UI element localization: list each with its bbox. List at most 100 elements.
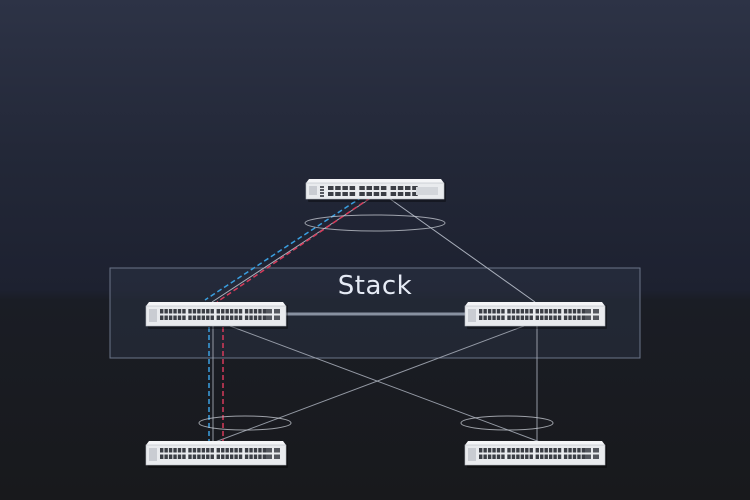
switch-port (229, 454, 234, 459)
switch-port (234, 315, 238, 320)
switch-port (197, 454, 201, 459)
switch-port (229, 309, 234, 314)
switch-uplink-port (274, 315, 280, 320)
switch-port (258, 309, 262, 314)
switch-port (572, 454, 577, 459)
switch-port (253, 315, 258, 320)
switch-port (516, 315, 520, 320)
switch-port (520, 454, 525, 459)
switch-sfp-port (359, 192, 365, 196)
switch-port (479, 309, 483, 314)
switch-port (262, 315, 267, 320)
switch-port (535, 315, 539, 320)
switch-port (520, 448, 525, 453)
switch-port (253, 309, 258, 314)
switch-port (168, 315, 173, 320)
switch-port (253, 448, 258, 453)
switch-port (496, 454, 501, 459)
switch-port (210, 315, 214, 320)
switch-port (483, 454, 487, 459)
stack-member-left (145, 302, 288, 329)
switch-port (225, 309, 229, 314)
switch-port (501, 309, 505, 314)
switch-port (182, 454, 186, 459)
switch-uplink-port (585, 309, 591, 314)
switch-uplink-port (266, 315, 272, 320)
switch-sfp-port (328, 192, 334, 196)
uplink-core-to-stack-right (385, 195, 536, 303)
switch-port (577, 315, 581, 320)
switch-port (177, 315, 182, 320)
switch-uplink-port (274, 448, 280, 453)
downlink-stack-left-to-access-right (229, 325, 541, 443)
blue-path-core-segment (204, 196, 363, 301)
switch-sfp-port (380, 186, 387, 190)
switch-port (487, 315, 492, 320)
switch-port (238, 315, 243, 320)
switch-port (525, 448, 529, 453)
switch-port (221, 315, 225, 320)
switch-port (572, 315, 577, 320)
switch-port (557, 448, 562, 453)
switch-port (483, 315, 487, 320)
switch-port (164, 309, 168, 314)
switch-port (221, 309, 225, 314)
switch-sfp-port (335, 192, 341, 196)
switch-port (492, 309, 496, 314)
stack-member-right (464, 302, 607, 329)
switch-uplink-port (585, 454, 591, 459)
switch-sfp-port (405, 192, 411, 196)
switch-port (192, 315, 197, 320)
switch-port (553, 448, 557, 453)
switch-port (234, 309, 238, 314)
switch-port (188, 315, 192, 320)
switch-port (568, 315, 572, 320)
switch-port (563, 309, 568, 314)
switch-port (216, 309, 220, 314)
switch-port (160, 309, 164, 314)
switch-port (516, 454, 520, 459)
switch-port (168, 454, 173, 459)
switch-top-face (465, 302, 605, 306)
switch-port (479, 454, 483, 459)
switch-port (544, 309, 548, 314)
switch-port (520, 315, 525, 320)
switch-port (234, 454, 238, 459)
switch-sfp-port (390, 192, 397, 196)
switch-logo-icon (468, 309, 476, 322)
switch-console-port (320, 195, 324, 197)
switch-uplink-port (593, 315, 599, 320)
switch-port (511, 309, 516, 314)
switch-port (173, 454, 177, 459)
switch-sfp-port (366, 192, 372, 196)
switch-port (548, 309, 553, 314)
switch-port (548, 454, 553, 459)
switch-port (177, 309, 182, 314)
switch-port (249, 309, 253, 314)
switch-port (496, 315, 501, 320)
switch-port (553, 315, 557, 320)
switch-port (216, 454, 220, 459)
switch-port (182, 448, 186, 453)
switch-port (557, 309, 562, 314)
switch-port (216, 315, 220, 320)
lag-ring-access-left (198, 415, 292, 431)
switch-port (229, 315, 234, 320)
switch-sfp-port (373, 192, 380, 196)
switch-port (553, 309, 557, 314)
switch-sfp-port (349, 192, 356, 196)
switch-uplink-port (274, 309, 280, 314)
switch-port (229, 448, 234, 453)
switch-port (258, 454, 262, 459)
switch-port (548, 315, 553, 320)
switch-port (511, 315, 516, 320)
switch-uplink-port (266, 309, 272, 314)
switch-port (225, 454, 229, 459)
switch-port (182, 309, 186, 314)
switch-port (581, 454, 586, 459)
switch-sfp-port (390, 186, 397, 190)
stack-label: Stack (337, 271, 413, 301)
switch-sfp-port (405, 186, 411, 190)
switch-port (501, 448, 505, 453)
switch-port (201, 309, 206, 314)
